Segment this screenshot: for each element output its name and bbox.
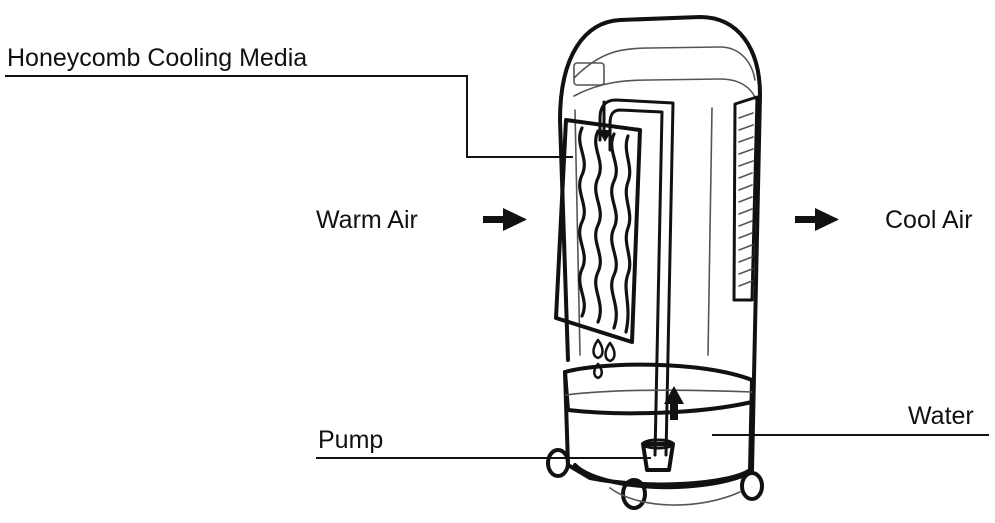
cooler-body xyxy=(558,15,762,472)
label-cool-air: Cool Air xyxy=(885,206,973,234)
water-tank xyxy=(563,362,754,487)
label-warm-air: Warm Air xyxy=(316,206,418,234)
label-pump: Pump xyxy=(318,426,383,454)
warm-air-arrow-icon xyxy=(483,208,527,231)
water-tube xyxy=(598,98,675,457)
wheel-front xyxy=(621,478,647,510)
label-honeycomb-cooling-media: Honeycomb Cooling Media xyxy=(7,44,307,72)
tube-flow-arrow-icon xyxy=(598,130,612,142)
media-leader-line xyxy=(5,75,573,158)
cool-air-arrow-icon xyxy=(795,208,839,231)
wheel-left xyxy=(546,448,570,478)
pump xyxy=(641,438,675,472)
honeycomb-cooling-media xyxy=(554,118,642,344)
label-water: Water xyxy=(908,402,974,430)
water-droplets xyxy=(592,338,616,380)
wheel-right xyxy=(740,471,764,501)
base-wheels xyxy=(546,448,764,510)
water-flow-arrow-icon xyxy=(664,386,684,420)
side-vent-grille xyxy=(732,95,759,302)
